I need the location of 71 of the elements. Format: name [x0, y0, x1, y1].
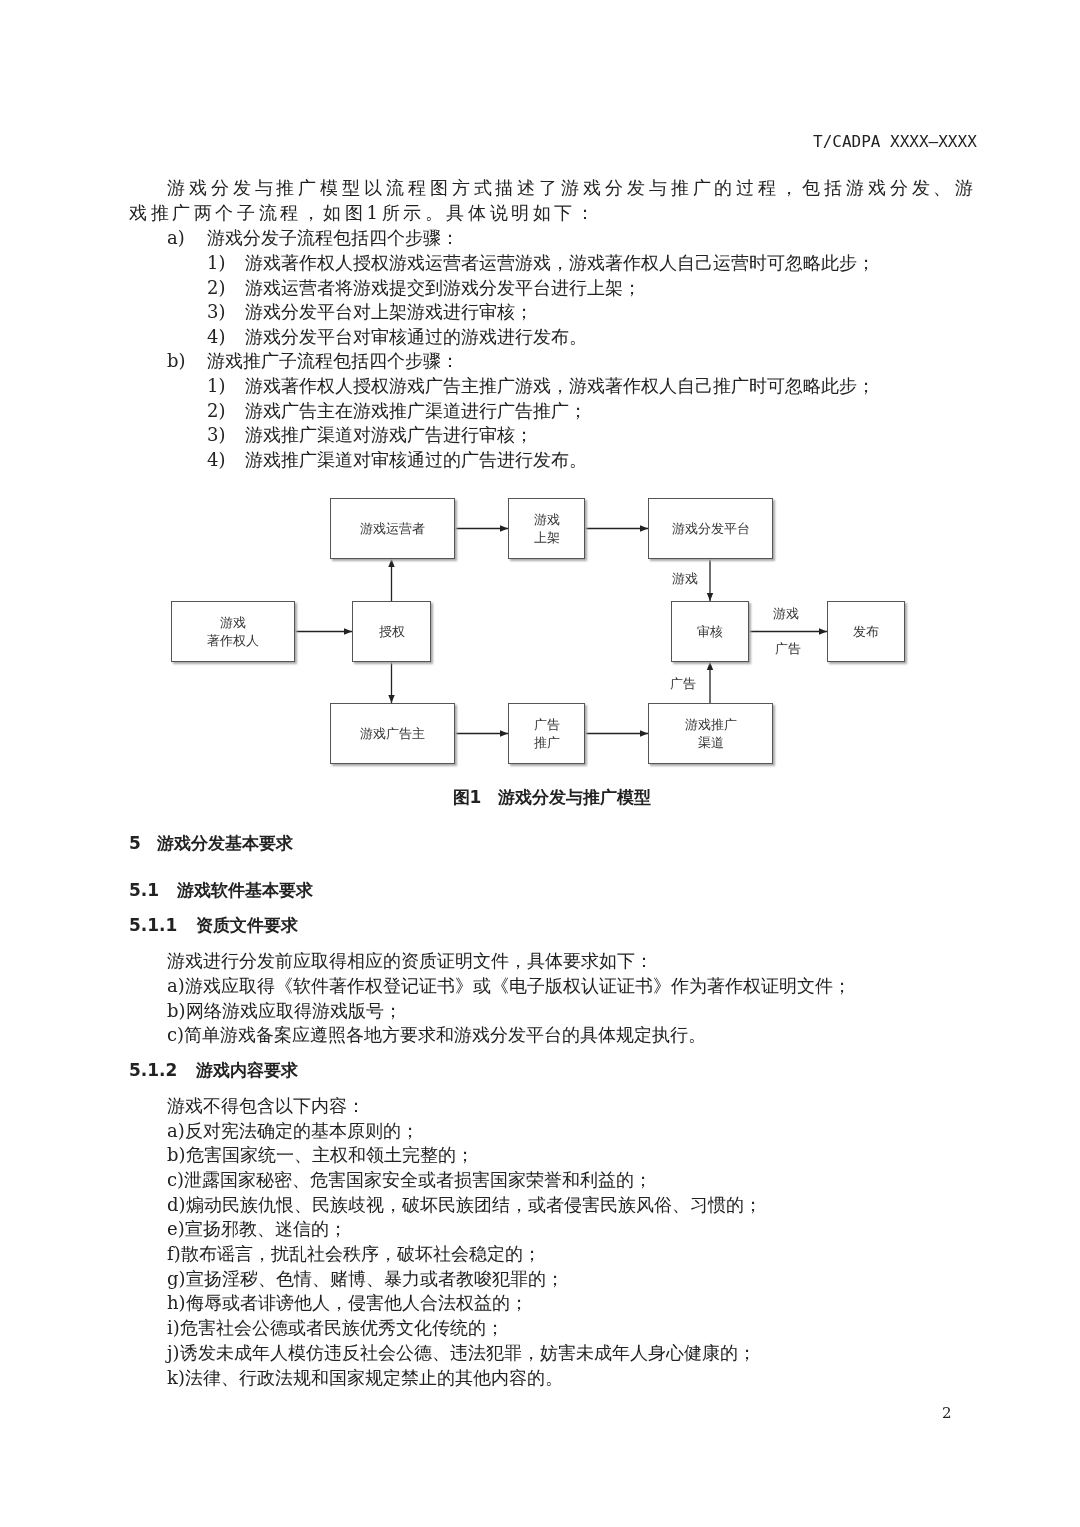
list-item: 游戏著作权人授权游戏广告主推广游戏，游戏著作权人自己推广时可忽略此步； — [245, 373, 875, 398]
list-item: 游戏推广子流程包括四个步骤： — [207, 348, 459, 373]
list-marker: 2) — [207, 398, 226, 423]
arrow — [454, 730, 509, 737]
list-item: 游戏推广渠道对游戏广告进行审核； — [245, 422, 533, 447]
body-text: 游戏不得包含以下内容： — [167, 1093, 365, 1118]
section-number: 5.1 — [129, 878, 160, 902]
list-item: 游戏运营者将游戏提交到游戏分发平台进行上架； — [245, 275, 641, 300]
arrow — [706, 661, 714, 704]
annotation-text: 广告 — [774, 641, 802, 657]
body-text: b)网络游戏应取得游戏版号； — [167, 998, 402, 1023]
list-marker: b) — [167, 348, 186, 373]
process-box: 游戏推广渠道 — [648, 703, 773, 764]
process-box: 授权 — [352, 601, 431, 662]
list-item: 游戏著作权人授权游戏运营者运营游戏，游戏著作权人自己运营时可忽略此步； — [245, 250, 875, 275]
header-text: T/CADPA XXXX—XXXX — [813, 130, 977, 153]
list-marker: 2) — [207, 275, 226, 300]
body-text: j)诱发未成年人模仿违反社会公德、违法犯罪，妨害未成年人身心健康的； — [167, 1340, 756, 1365]
body-text: c)泄露国家秘密、危害国家安全或者损害国家荣誉和利益的； — [167, 1167, 653, 1192]
list-item: 游戏分发平台对上架游戏进行审核； — [245, 299, 533, 324]
list-item: 游戏推广渠道对审核通过的广告进行发布。 — [245, 447, 587, 472]
arrow — [388, 558, 395, 602]
process-box: 游戏分发平台 — [648, 498, 773, 559]
process-box: 发布 — [827, 601, 905, 662]
edge-label: 广告 — [669, 676, 697, 692]
process-box: 游戏著作权人 — [171, 601, 295, 662]
figure-caption: 图1 游戏分发与推广模型 — [452, 785, 652, 809]
section-heading: 游戏内容要求 — [196, 1058, 298, 1082]
arrow — [294, 628, 353, 635]
list-item: 游戏分发子流程包括四个步骤： — [207, 225, 459, 250]
body-text: f)散布谣言，扰乱社会秩序，破坏社会稳定的； — [167, 1242, 541, 1266]
process-box: 广告推广 — [508, 703, 585, 764]
section-heading: 资质文件要求 — [196, 913, 298, 937]
process-box: 游戏运营者 — [330, 498, 455, 559]
section-number: 5.1.2 — [129, 1058, 178, 1082]
body-text: a)反对宪法确定的基本原则的； — [167, 1118, 419, 1143]
list-marker: 1) — [207, 250, 226, 275]
arrow — [706, 558, 714, 602]
process-box: 审核 — [671, 601, 749, 662]
body-text: i)危害社会公德或者民族优秀文化传统的； — [167, 1316, 504, 1341]
arrow — [748, 628, 828, 635]
list-marker: 4) — [207, 447, 226, 472]
section-number: 5.1.1 — [129, 913, 178, 937]
list-marker: a) — [167, 225, 185, 250]
body-text: d)煽动民族仇恨、民族歧视，破坏民族团结，或者侵害民族风俗、习惯的； — [167, 1192, 762, 1217]
edge-label: 游戏 — [671, 571, 699, 587]
section-number: 5 — [129, 831, 141, 855]
list-marker: 1) — [207, 373, 226, 398]
body-text: h)侮辱或者诽谤他人，侵害他人合法权益的； — [167, 1291, 528, 1316]
body-text: a)游戏应取得《软件著作权登记证书》或《电子版权认证证书》作为著作权证明文件； — [167, 973, 851, 998]
list-item: 游戏广告主在游戏推广渠道进行广告推广； — [245, 398, 587, 423]
body-text: c)简单游戏备案应遵照各地方要求和游戏分发平台的具体规定执行。 — [167, 1022, 707, 1047]
edge-label: 游戏 — [772, 606, 800, 622]
body-text: e)宣扬邪教、迷信的； — [167, 1217, 347, 1242]
body-text: k)法律、行政法规和国家规定禁止的其他内容的。 — [167, 1365, 563, 1390]
section-heading: 游戏分发基本要求 — [157, 831, 293, 855]
body-text: 游戏进行分发前应取得相应的资质证明文件，具体要求如下： — [167, 948, 653, 973]
body-text: b)危害国家统一、主权和领土完整的； — [167, 1143, 474, 1168]
body-text: g)宣扬淫秽、色情、赌博、暴力或者教唆犯罪的； — [167, 1266, 564, 1291]
page-number: 2 — [942, 1402, 952, 1424]
list-item: 游戏分发平台对审核通过的游戏进行发布。 — [245, 324, 587, 349]
list-marker: 3) — [207, 299, 226, 324]
arrow — [388, 661, 395, 704]
arrow — [584, 730, 649, 737]
arrow — [584, 525, 649, 532]
process-box: 游戏上架 — [508, 498, 585, 559]
section-heading: 游戏软件基本要求 — [177, 878, 313, 902]
list-marker: 4) — [207, 324, 226, 349]
list-marker: 3) — [207, 422, 226, 447]
process-box: 游戏广告主 — [330, 703, 455, 764]
arrow — [454, 525, 509, 532]
